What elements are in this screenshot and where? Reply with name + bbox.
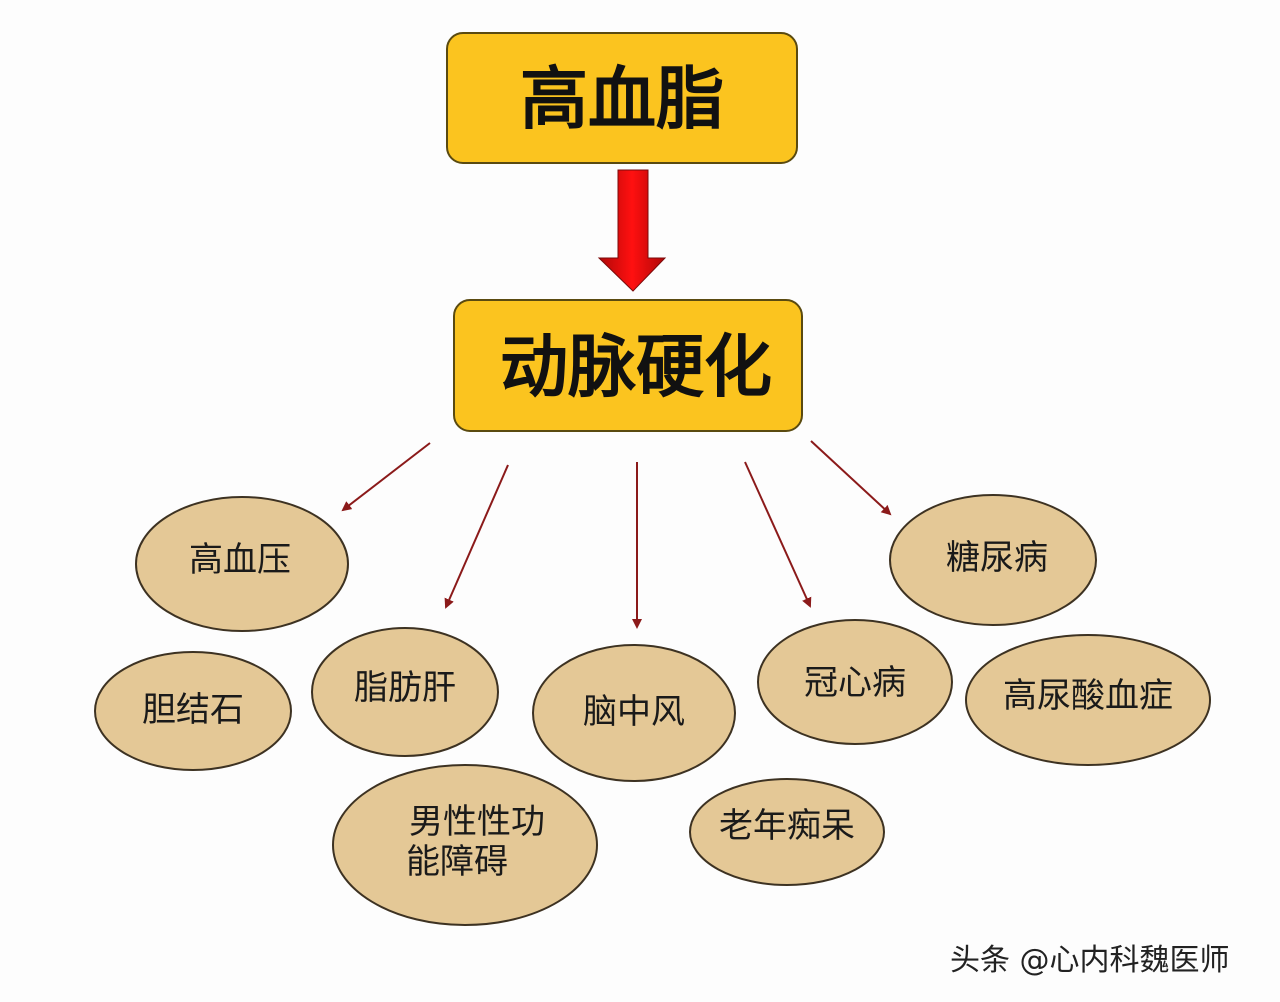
node-label: 胆结石: [142, 690, 244, 730]
node-label-line2: 能障碍: [406, 842, 508, 882]
node-coronary-heart-disease: 冠心病: [757, 619, 953, 745]
arrow-to-fatty-liver: [444, 464, 509, 609]
node-label: 高尿酸血症: [1003, 676, 1173, 716]
node-fatty-liver: 脂肪肝: [311, 627, 499, 757]
arrow-to-chd: [744, 461, 812, 608]
node-label: 糖尿病: [946, 538, 1048, 578]
arrow-to-hypertension: [341, 442, 431, 512]
node-erectile-dysfunction: 男性性功 能障碍: [332, 764, 598, 926]
middle-box-atherosclerosis: 动脉硬化: [453, 299, 803, 432]
node-diabetes: 糖尿病: [889, 494, 1097, 626]
node-dementia: 老年痴呆: [689, 778, 885, 886]
node-stroke: 脑中风: [532, 644, 736, 782]
node-label: 脑中风: [583, 692, 685, 732]
node-label: 老年痴呆: [719, 806, 855, 846]
top-box-label: 高血脂: [520, 61, 724, 140]
node-label: 高血压: [189, 540, 291, 580]
watermark: 头条 @心内科魏医师: [950, 943, 1230, 978]
top-box-hyperlipidemia: 高血脂: [446, 32, 798, 164]
node-label: 冠心病: [804, 663, 906, 703]
arrow-to-diabetes: [810, 440, 892, 516]
node-label-line1: 男性性功: [409, 802, 545, 842]
node-label: 脂肪肝: [354, 668, 456, 708]
middle-box-label: 动脉硬化: [500, 329, 772, 408]
node-hyperuricemia: 高尿酸血症: [965, 634, 1211, 766]
node-gallstones: 胆结石: [94, 651, 292, 771]
main-arrow-down-icon: [597, 169, 667, 292]
node-hypertension: 高血压: [135, 496, 349, 632]
